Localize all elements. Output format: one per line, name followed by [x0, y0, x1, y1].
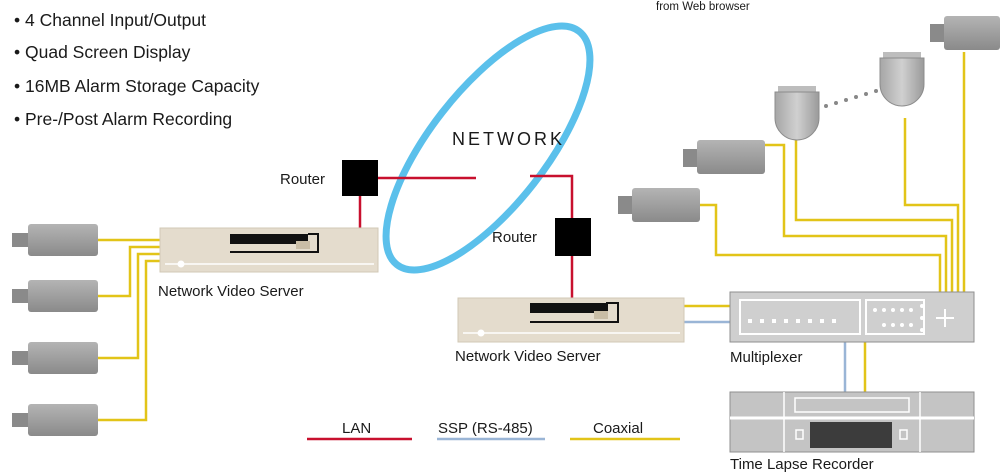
lan-links: [358, 174, 574, 300]
feature-item: • Quad Screen Display: [14, 42, 191, 62]
legend-lan-label: LAN: [342, 420, 372, 437]
camera-left-1: [12, 224, 98, 256]
camera-left-3: [12, 342, 98, 374]
web-browser-note: from Web browser: [656, 1, 750, 13]
time-lapse-recorder: [729, 391, 975, 453]
router-right-label: Router: [492, 229, 538, 246]
multiplexer-label: Multiplexer: [730, 349, 803, 366]
legend-coax-label: Coaxial: [593, 420, 644, 437]
video-server-left: [159, 227, 379, 273]
router-left-label: Router: [280, 171, 326, 188]
router-right-box: [555, 218, 591, 256]
ssp-links: [683, 320, 847, 392]
coax-links: [98, 52, 966, 422]
camera-right-3: [930, 16, 1000, 50]
video-server-right-label: Network Video Server: [455, 348, 601, 365]
network-ring: [382, 22, 594, 274]
video-server-left-label: Network Video Server: [158, 283, 304, 300]
feature-item: • Pre-/Post Alarm Recording: [14, 109, 233, 129]
router-left-box: [342, 160, 378, 196]
dpad-icon: [936, 309, 954, 327]
feature-item: • 16MB Alarm Storage Capacity: [14, 76, 260, 96]
camera-right-2: [683, 140, 765, 174]
video-server-right: [457, 297, 685, 343]
camera-left-4: [12, 404, 98, 436]
dome-link-dots: [824, 89, 878, 108]
recorder-label: Time Lapse Recorder: [730, 456, 874, 473]
camera-right-1: [618, 188, 700, 222]
camera-left-2: [12, 280, 98, 312]
dome-camera-1: [774, 86, 820, 141]
multiplexer-device: [729, 291, 975, 343]
feature-item: • 4 Channel Input/Output: [14, 10, 206, 30]
dome-camera-2: [879, 52, 925, 107]
legend-ssp-label: SSP (RS-485): [438, 420, 533, 437]
network-label: NETWORK: [452, 129, 565, 149]
